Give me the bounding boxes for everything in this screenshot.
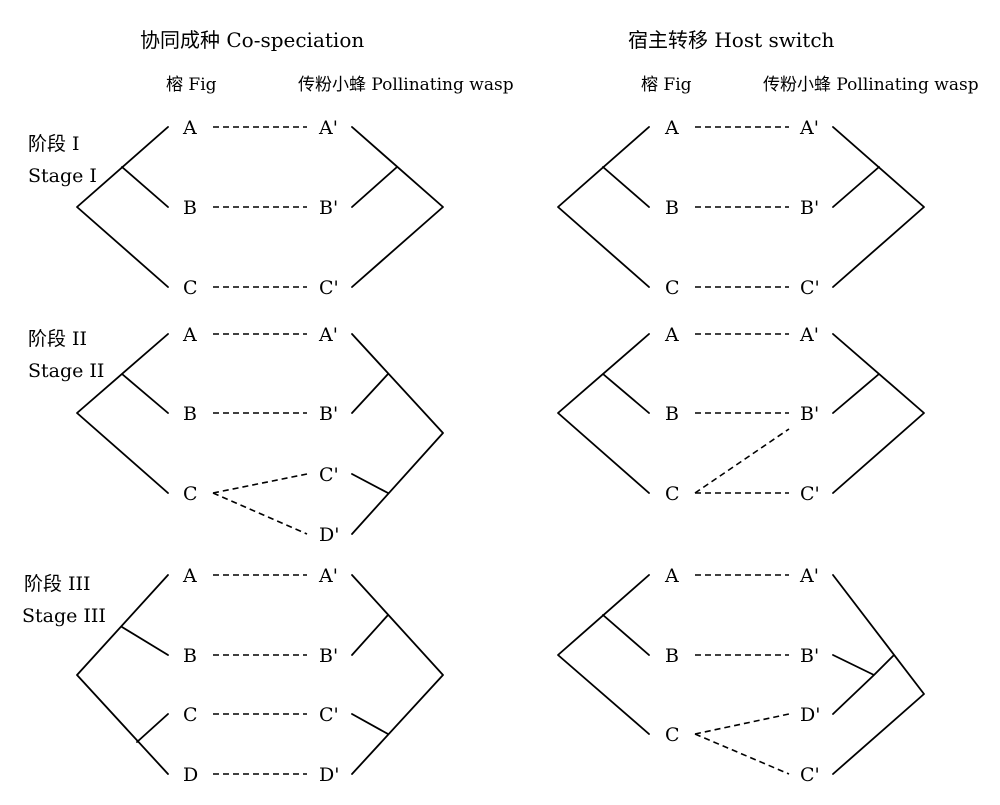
wasp-node-d: D'	[319, 764, 339, 786]
wasp-tree	[351, 333, 444, 535]
fig-node-b: B	[665, 403, 679, 425]
wasp-node-d: D'	[800, 704, 820, 726]
fig-node-b: B	[665, 197, 679, 219]
fig-node-b: B	[665, 645, 679, 667]
fig-tree	[557, 574, 650, 735]
wasp-node-a: A'	[799, 565, 819, 587]
wasp-node-c: C'	[319, 277, 339, 299]
fig-tree	[76, 333, 169, 494]
fig-node-b: B	[183, 403, 197, 425]
wasp-tree	[351, 126, 444, 288]
fig-node-c: C	[183, 277, 198, 299]
co-speciation-stage-2: A B C A' B' C' D'	[76, 324, 444, 546]
title-host-switch: 宿主转移 Host switch	[628, 28, 835, 52]
host-switch-stage-2: A B C A' B' C'	[557, 324, 925, 505]
fig-node-c: C	[183, 704, 198, 726]
co-speciation-stage-3: A B C D A' B' C' D'	[76, 565, 444, 786]
column-wasp-right: 传粉小蜂 Pollinating wasp	[763, 75, 979, 95]
wasp-node-b: B'	[800, 403, 819, 425]
stage-1-en: Stage I	[28, 165, 97, 187]
association-line	[212, 492, 308, 535]
stage-2-cn: 阶段 II	[28, 328, 87, 350]
wasp-node-d: D'	[319, 524, 339, 546]
fig-node-a: A	[182, 565, 197, 587]
fig-node-c: C	[665, 724, 680, 746]
wasp-node-c: C'	[800, 764, 820, 786]
wasp-node-b: B'	[319, 403, 338, 425]
fig-node-a: A	[664, 565, 679, 587]
column-wasp-left: 传粉小蜂 Pollinating wasp	[298, 75, 514, 95]
association-line	[694, 428, 790, 494]
stage-1-cn: 阶段 I	[28, 133, 80, 155]
wasp-node-a: A'	[318, 565, 338, 587]
fig-tree	[76, 574, 169, 775]
fig-tree	[76, 126, 169, 288]
wasp-tree	[351, 574, 444, 775]
wasp-node-b: B'	[319, 197, 338, 219]
wasp-node-a: A'	[799, 324, 819, 346]
fig-tree	[557, 126, 650, 288]
wasp-node-a: A'	[799, 117, 819, 139]
fig-node-a: A	[182, 117, 197, 139]
wasp-node-c: C'	[319, 464, 339, 486]
wasp-node-c: C'	[800, 483, 820, 505]
wasp-node-b: B'	[800, 197, 819, 219]
fig-node-b: B	[183, 197, 197, 219]
wasp-node-c: C'	[800, 277, 820, 299]
wasp-node-a: A'	[318, 117, 338, 139]
wasp-tree	[832, 574, 925, 775]
fig-node-c: C	[665, 277, 680, 299]
wasp-tree	[832, 333, 925, 494]
wasp-node-b: B'	[800, 645, 819, 667]
wasp-node-b: B'	[319, 645, 338, 667]
host-switch-stage-1: A B C A' B' C'	[557, 117, 925, 299]
association-line	[694, 713, 790, 735]
wasp-tree	[832, 126, 925, 288]
host-switch-stage-3: A B C A' B' D' C'	[557, 565, 925, 786]
stage-3-cn: 阶段 III	[24, 573, 91, 595]
stage-2-en: Stage II	[28, 360, 104, 382]
fig-node-a: A	[182, 324, 197, 346]
fig-node-c: C	[665, 483, 680, 505]
fig-node-a: A	[664, 117, 679, 139]
co-speciation-stage-1: A B C A' B' C'	[76, 117, 444, 299]
association-line	[212, 473, 308, 494]
column-fig-left: 榕 Fig	[166, 75, 217, 95]
fig-node-a: A	[664, 324, 679, 346]
association-line	[694, 733, 790, 775]
fig-node-d: D	[183, 764, 198, 786]
fig-node-c: C	[183, 483, 198, 505]
fig-node-b: B	[183, 645, 197, 667]
column-fig-right: 榕 Fig	[641, 75, 692, 95]
stage-3-en: Stage III	[22, 605, 106, 627]
wasp-node-c: C'	[319, 704, 339, 726]
wasp-node-a: A'	[318, 324, 338, 346]
title-co-speciation: 协同成种 Co-speciation	[140, 28, 364, 52]
fig-tree	[557, 333, 650, 494]
